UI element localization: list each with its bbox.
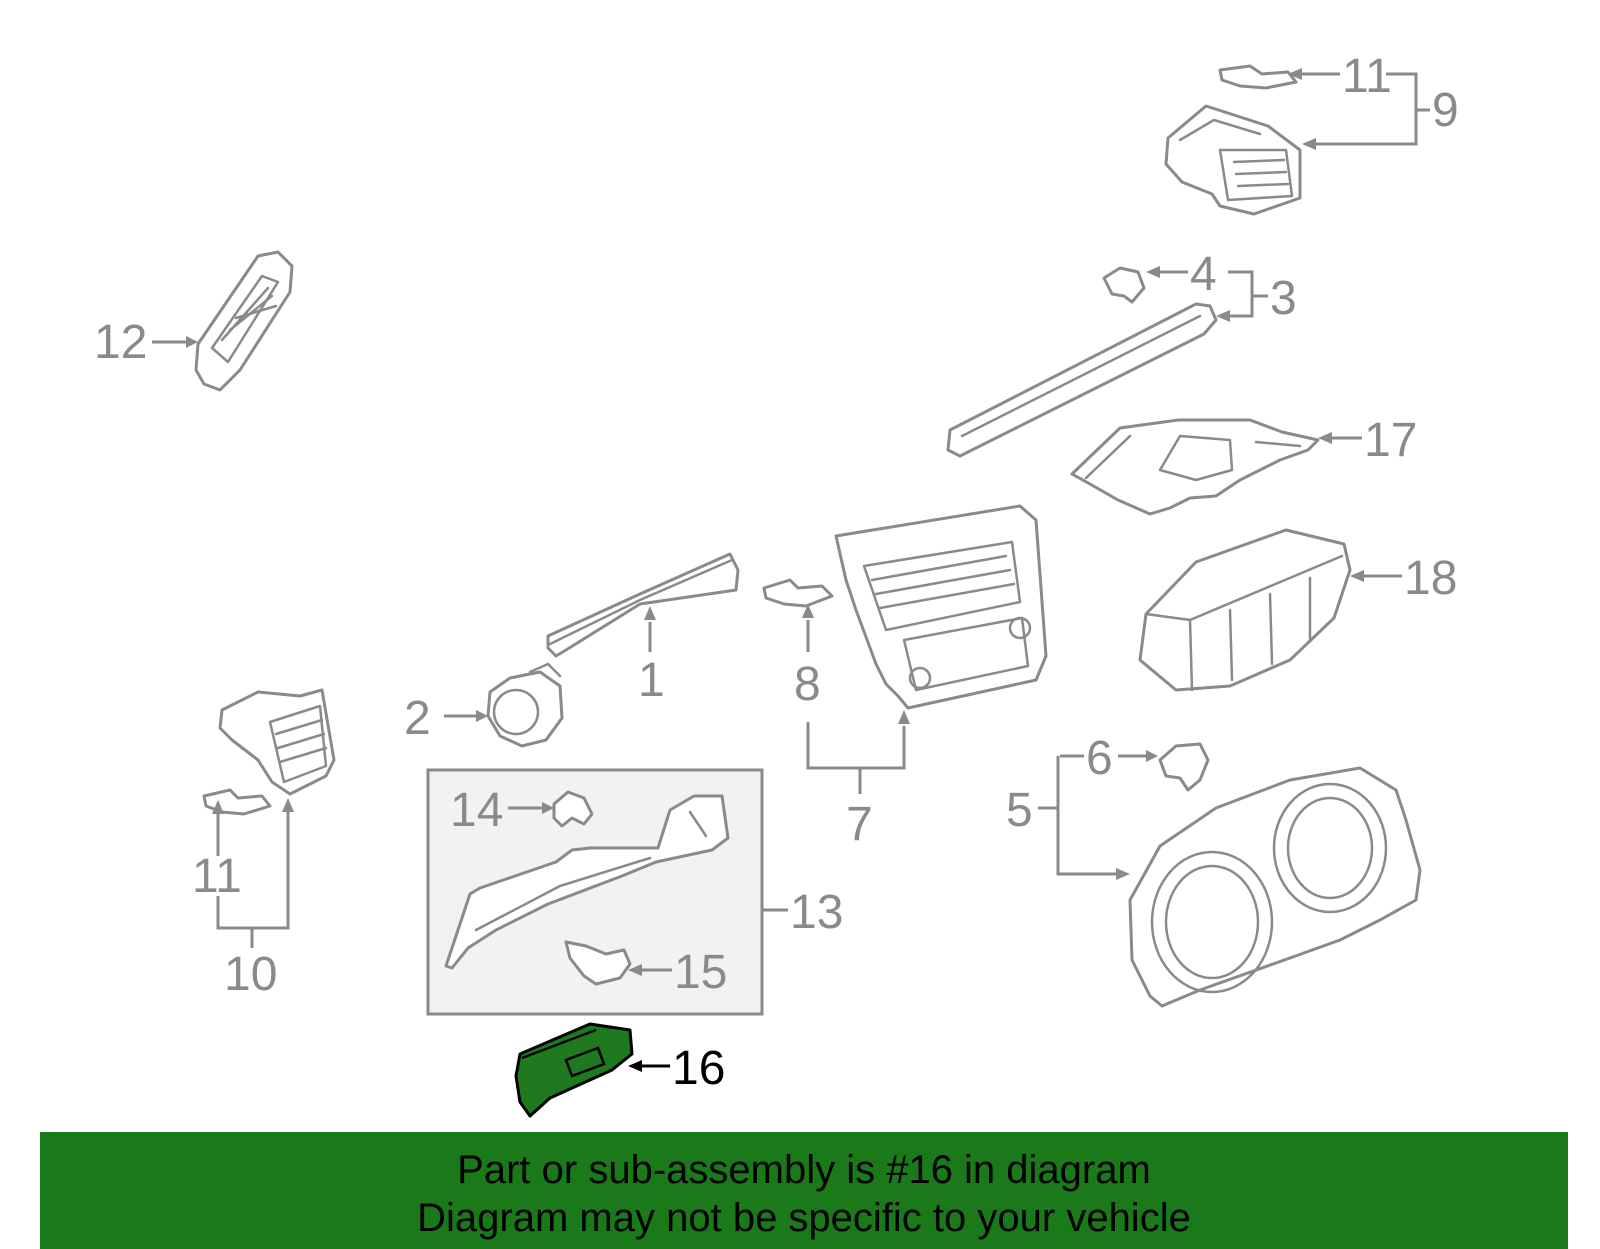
part-2-switch-ring[interactable]	[486, 662, 564, 748]
callout-16: 16	[672, 1042, 725, 1095]
callout-11-top: 11	[1342, 50, 1392, 103]
callout-2: 2	[404, 692, 431, 745]
callout-14: 14	[450, 784, 503, 837]
callout-11-bottom: 11	[192, 850, 242, 903]
callout-12: 12	[94, 316, 147, 369]
callout-8: 8	[794, 658, 821, 711]
part-4-clip[interactable]	[1102, 266, 1146, 304]
part-6-clip[interactable]	[1158, 742, 1210, 792]
banner-line-1: Part or sub-assembly is #16 in diagram	[457, 1148, 1151, 1192]
part-17-bracket[interactable]	[1070, 418, 1320, 516]
callout-1: 1	[638, 654, 665, 707]
callout-7: 7	[846, 798, 873, 851]
part-8-clip[interactable]	[762, 578, 834, 608]
leader-lines	[152, 68, 1430, 1072]
part-14-clip[interactable]	[552, 790, 594, 828]
callout-5: 5	[1006, 784, 1033, 837]
part-7-center-bezel[interactable]	[834, 504, 1048, 710]
part-16-storage-compartment[interactable]	[514, 1022, 634, 1118]
part-10-air-vent[interactable]	[218, 688, 336, 796]
part-12-side-vent[interactable]	[194, 250, 294, 392]
callout-9: 9	[1432, 84, 1459, 137]
callout-17: 17	[1364, 414, 1417, 467]
part-15-fastener[interactable]	[564, 940, 632, 986]
callout-18: 18	[1404, 552, 1457, 605]
banner-line-2: Diagram may not be specific to your vehi…	[417, 1196, 1191, 1240]
info-banner: Part or sub-assembly is #16 in diagram D…	[40, 1132, 1568, 1249]
callout-6: 6	[1086, 732, 1113, 785]
part-11-clip-top[interactable]	[1218, 64, 1298, 90]
part-5-cluster-bezel[interactable]	[1128, 766, 1422, 1008]
callout-13: 13	[790, 886, 843, 939]
callout-3: 3	[1270, 272, 1297, 325]
part-9-air-vent[interactable]	[1164, 104, 1302, 216]
part-3-trim-strip[interactable]	[946, 302, 1218, 458]
part-13-lower-panel[interactable]	[444, 794, 730, 970]
callout-4: 4	[1190, 248, 1217, 301]
callout-15: 15	[674, 946, 727, 999]
callout-labels: 11 9 12 4 3 17 18 1 8 7 2 6 5 11 10 14 1…	[94, 50, 1459, 1095]
part-1-trim-bar[interactable]	[546, 552, 740, 658]
callout-10: 10	[224, 948, 277, 1001]
part-18-module[interactable]	[1138, 528, 1352, 692]
